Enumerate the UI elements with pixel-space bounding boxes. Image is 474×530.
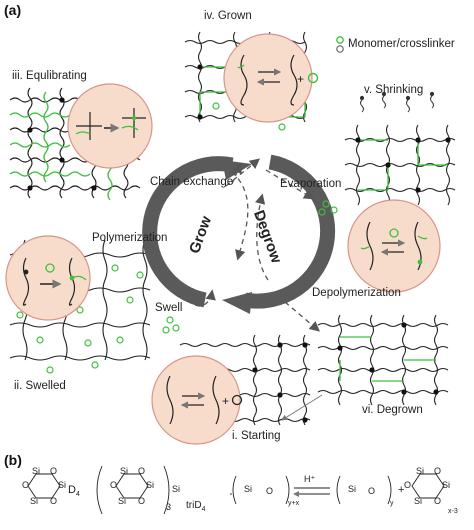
process-swell-label: Swell bbox=[155, 302, 183, 314]
chain-o-2: O bbox=[368, 486, 376, 496]
bubble-equilibrating bbox=[67, 83, 153, 169]
degrown-nodes bbox=[337, 322, 439, 395]
d4-label: D4 bbox=[68, 484, 80, 499]
trid4-label: triD4 bbox=[186, 500, 206, 513]
panel-b-label: (b) bbox=[4, 452, 22, 468]
ring-si-right: Si bbox=[442, 480, 451, 490]
chem-rings bbox=[27, 465, 445, 515]
swell-molecules bbox=[162, 316, 180, 334]
trid4-o-left: O bbox=[110, 480, 118, 490]
starting-to-degrown-arrow bbox=[281, 394, 323, 421]
shrinking-nodes bbox=[355, 137, 451, 193]
ring-o-left: O bbox=[404, 480, 412, 490]
trid4-o-bottom: O bbox=[138, 496, 146, 506]
starting-nodes bbox=[252, 342, 308, 423]
ring-si-top-left: Si bbox=[416, 466, 425, 476]
evaporation-molecules bbox=[318, 200, 338, 216]
process-depolymerization-label: Depolymerization bbox=[312, 287, 401, 299]
bubble-grown: + bbox=[223, 33, 319, 123]
panel-a-label: (a) bbox=[4, 2, 22, 18]
bubble-shrinking bbox=[347, 199, 441, 293]
trid4-si-right: Si bbox=[146, 480, 155, 490]
ring-sub-x3: x-3 bbox=[448, 508, 458, 515]
state-shrinking-label: v. Shrinking bbox=[364, 84, 424, 96]
legend-monomer-icon bbox=[336, 36, 344, 53]
state-grown-label: iv. Grown bbox=[204, 10, 252, 22]
degrown-network-green bbox=[339, 336, 436, 382]
d4-o-left: O bbox=[22, 480, 30, 490]
plus-sign: + bbox=[398, 484, 405, 496]
shrinking-network-green bbox=[358, 139, 448, 191]
state-equilibrating-label: iii. Equlibrating bbox=[12, 70, 87, 82]
chain-o-1: O bbox=[266, 486, 274, 496]
trid4-si-linker: Si bbox=[172, 484, 181, 494]
d4-o-bottom: O bbox=[50, 496, 58, 506]
ring-o-top: O bbox=[434, 466, 442, 476]
legend-monomer-label: Monomer/crosslinker bbox=[348, 38, 455, 50]
state-degrown-label: vi. Degrown bbox=[362, 404, 423, 416]
trid4-repeat: 3 bbox=[166, 502, 172, 512]
d4-si-right: Si bbox=[58, 480, 67, 490]
process-chain-exchange-label: Chain exchange bbox=[150, 176, 234, 188]
chain-si-2: Si bbox=[348, 484, 357, 494]
equilibrium-arrows bbox=[294, 487, 330, 494]
state-starting-label: i. Starting bbox=[232, 430, 281, 442]
process-evaporation-label: Evaporation bbox=[280, 178, 342, 190]
bubble-swelled bbox=[5, 235, 91, 321]
bubble-starting: + bbox=[151, 355, 243, 445]
chain-sub-yx: y+x bbox=[288, 500, 300, 507]
swelled-monomers bbox=[16, 264, 144, 374]
trid4-si-bottom-left: Si bbox=[118, 496, 127, 506]
chain-sub-y: y bbox=[390, 500, 394, 507]
d4-si-bottom-left: Si bbox=[30, 496, 39, 506]
process-polymerization-label: Polymerization bbox=[92, 232, 168, 244]
chain-si-1: Si bbox=[244, 484, 253, 494]
trid4-o-top: O bbox=[138, 466, 146, 476]
d4-si-top-left: Si bbox=[32, 466, 41, 476]
catalyst-label: H⁺ bbox=[304, 474, 316, 484]
svg-text:+: + bbox=[297, 72, 304, 86]
svg-text:+: + bbox=[222, 394, 229, 408]
ring-si-bottom-left: Si bbox=[414, 496, 423, 506]
ring-o-bottom: O bbox=[434, 496, 442, 506]
trid4-si-top-left: Si bbox=[120, 466, 129, 476]
d4-o-top: O bbox=[50, 466, 58, 476]
state-swelled-label: ii. Swelled bbox=[14, 380, 66, 392]
evaporating-molecules bbox=[359, 91, 435, 113]
dashed-paths bbox=[187, 158, 320, 332]
